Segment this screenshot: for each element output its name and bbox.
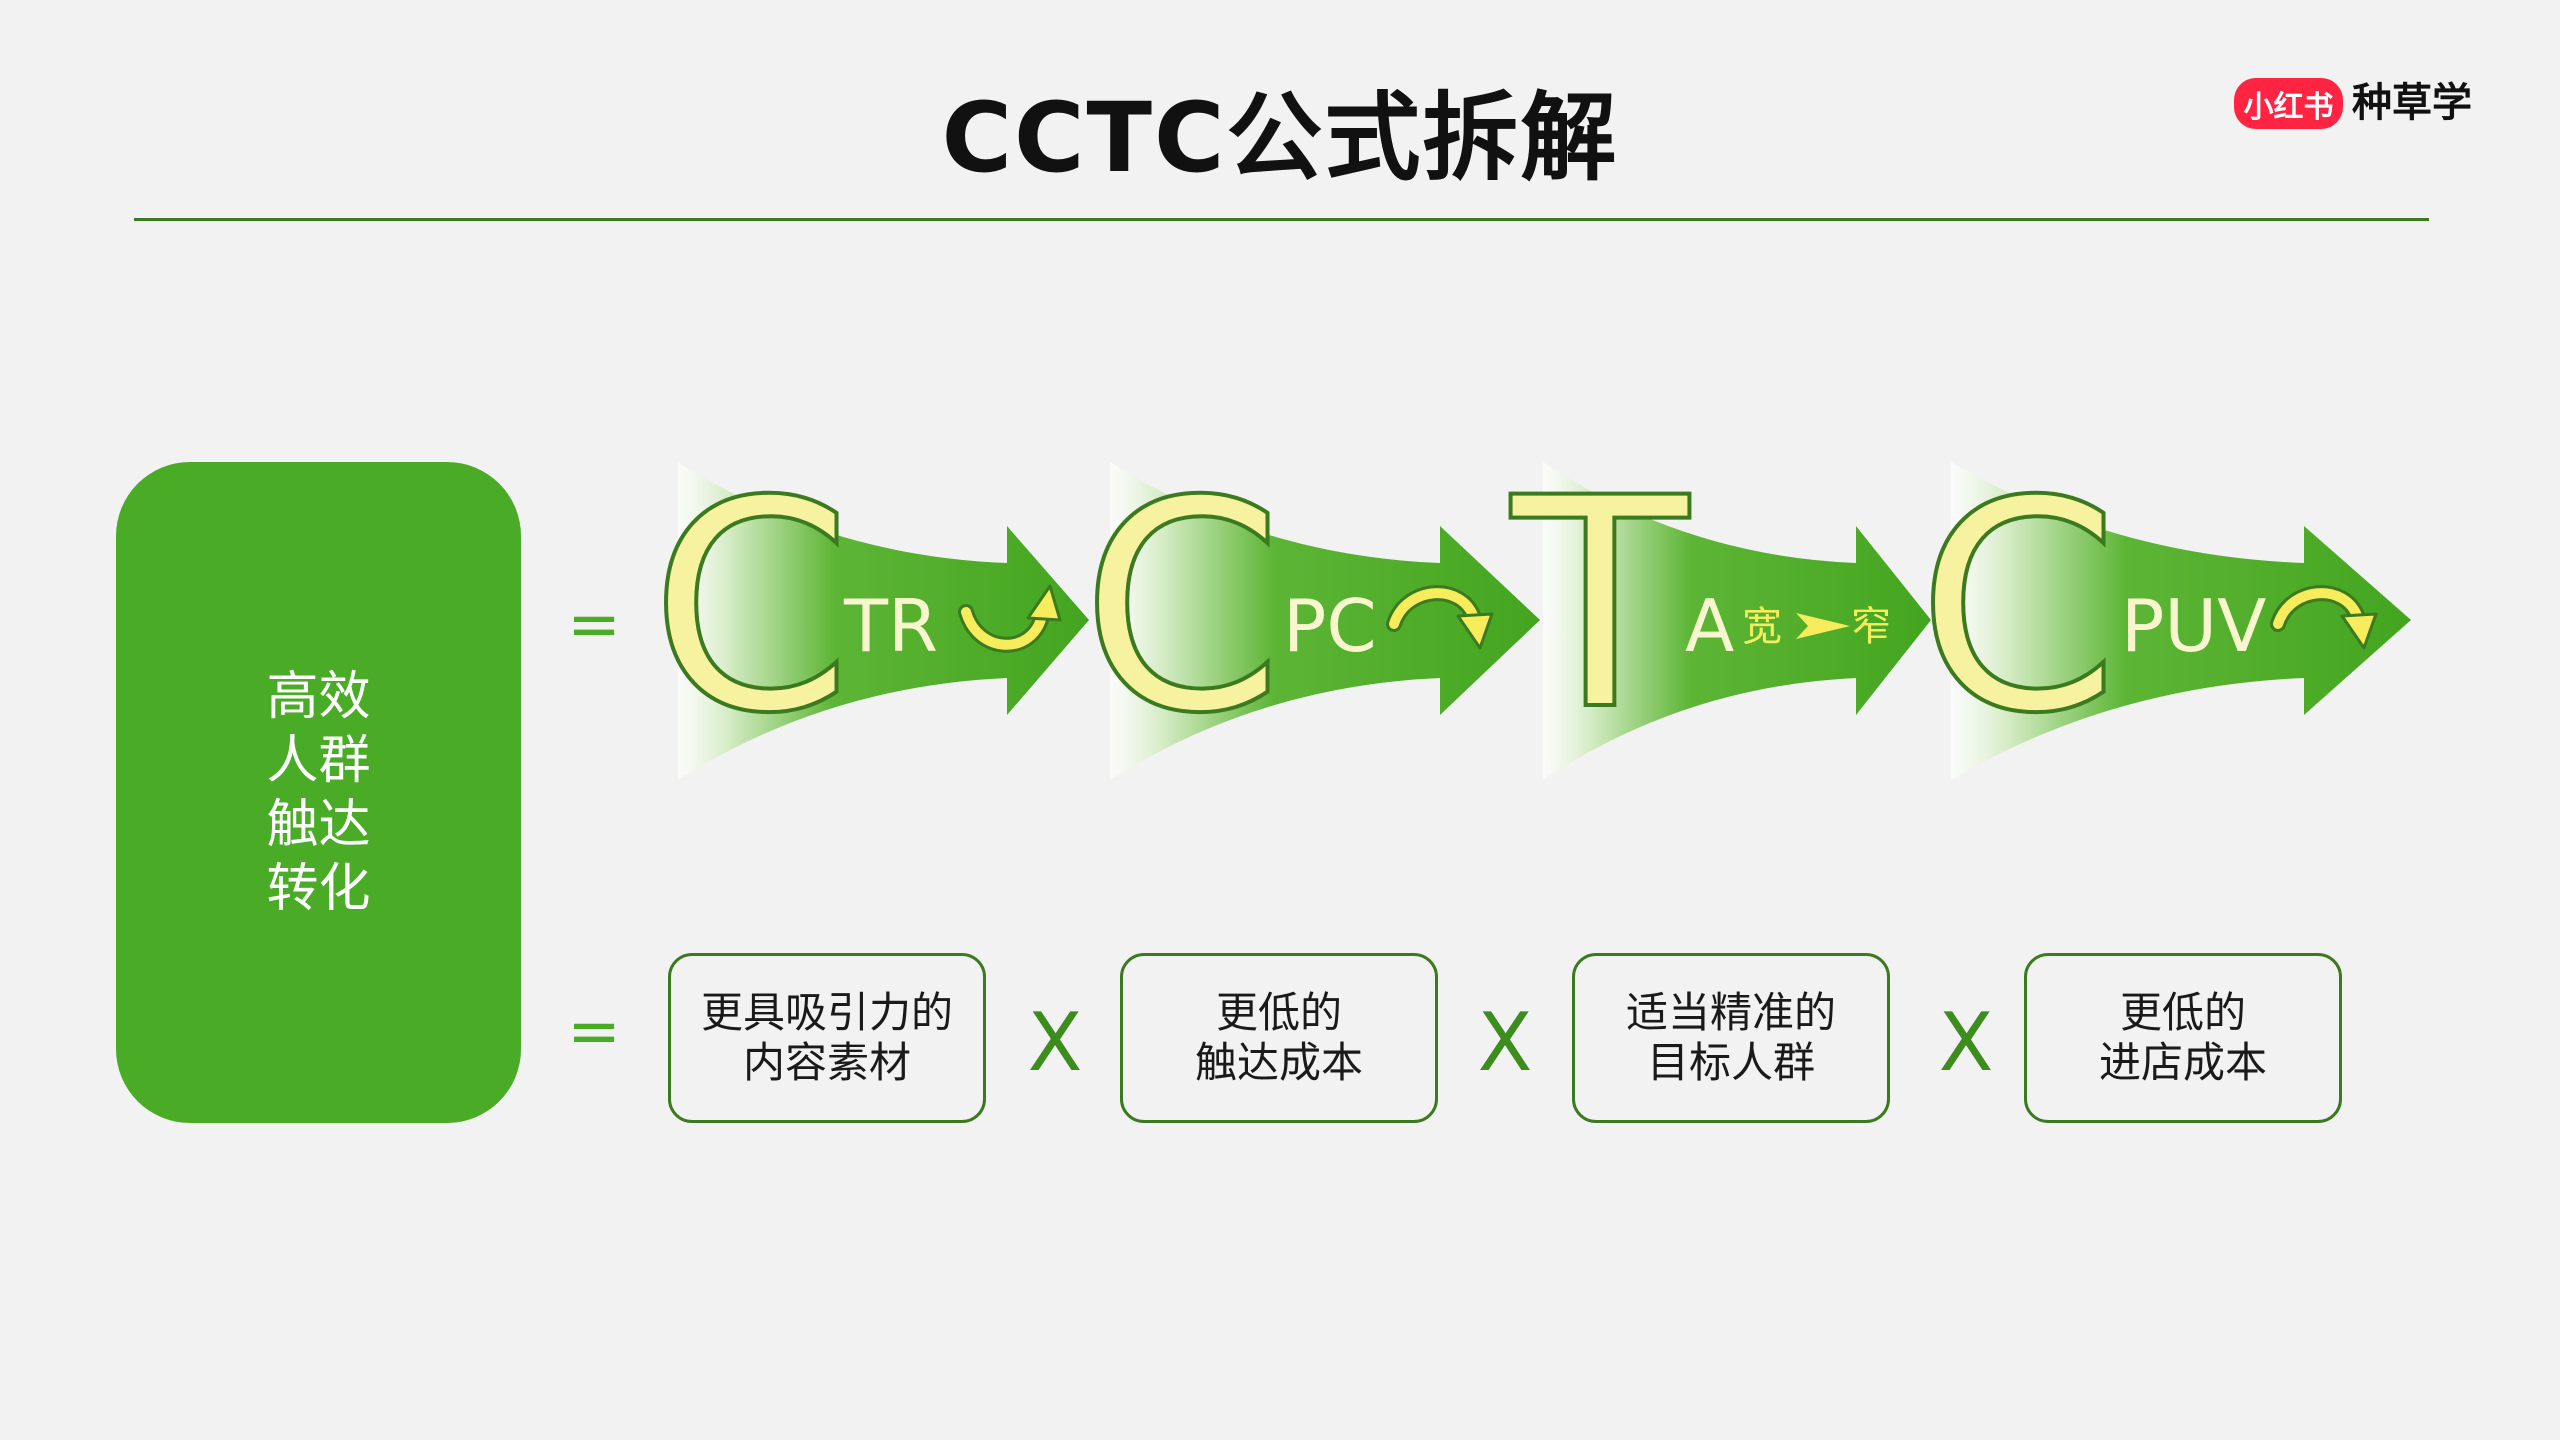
- arrow-banner-ta: [1543, 462, 1931, 780]
- title-divider: [134, 218, 2429, 221]
- curved-up-arrow-icon: [958, 584, 1062, 653]
- times-sign: X: [1938, 995, 1994, 1089]
- factor-box-content: 更具吸引力的 内容素材: [668, 953, 986, 1123]
- formula-letter-c-cpc: C: [1081, 440, 1284, 777]
- formula-suffix-pc: PC: [1283, 584, 1377, 668]
- factor-box-reach-cost: 更低的 触达成本: [1120, 953, 1438, 1123]
- curved-over-arrow-icon: [2270, 585, 2378, 650]
- brand-name: 种草学: [2352, 80, 2472, 126]
- times-sign: X: [1477, 995, 1533, 1089]
- page-title: CCTC公式拆解: [941, 82, 1619, 194]
- goal-panel: 高效 人群 触达 转化: [116, 462, 521, 1123]
- range-to-label: 窄: [1851, 604, 1891, 650]
- factor-box-line: 适当精准的: [1625, 988, 1836, 1037]
- factor-box-line: 更低的: [2119, 988, 2246, 1037]
- goal-panel-line: 人群: [266, 730, 371, 791]
- curved-over-arrow-icon: [1386, 585, 1494, 650]
- arrow-banner-cpuv: [1951, 462, 2411, 780]
- goal-panel-line: 触达: [266, 794, 371, 855]
- factor-box-line: 更具吸引力的: [700, 988, 953, 1037]
- factor-box-line: 进店成本: [2098, 1038, 2267, 1087]
- formula-letter-c-cpuv: C: [1917, 440, 2120, 777]
- arrow-banner-ctr: [678, 462, 1089, 780]
- times-sign: X: [1027, 995, 1083, 1089]
- right-pointer-icon: [1796, 613, 1850, 639]
- range-from-label: 宽: [1742, 604, 1782, 650]
- equals-sign-formula: =: [567, 588, 621, 662]
- brand-logo-badge: 小红书: [2234, 78, 2343, 129]
- factor-box-visit-cost: 更低的 进店成本: [2024, 953, 2342, 1123]
- arrow-banner-cpc: [1110, 462, 1540, 780]
- factor-box-line: 内容素材: [742, 1038, 911, 1087]
- factor-box-line: 更低的: [1215, 988, 1342, 1037]
- formula-letter-c-ctr: C: [650, 440, 853, 777]
- formula-suffix-a: A: [1685, 584, 1734, 668]
- factor-box-line: 目标人群: [1646, 1038, 1815, 1087]
- equals-sign-factors: =: [567, 995, 621, 1069]
- goal-panel-line: 高效: [266, 666, 371, 727]
- formula-letter-t-ta: T: [1507, 437, 1693, 774]
- formula-suffix-puv: PUV: [2121, 584, 2266, 668]
- formula-suffix-tr: TR: [843, 584, 938, 668]
- goal-panel-line: 转化: [266, 858, 371, 919]
- factor-box-line: 触达成本: [1194, 1038, 1363, 1087]
- factor-box-target-audience: 适当精准的 目标人群: [1572, 953, 1890, 1123]
